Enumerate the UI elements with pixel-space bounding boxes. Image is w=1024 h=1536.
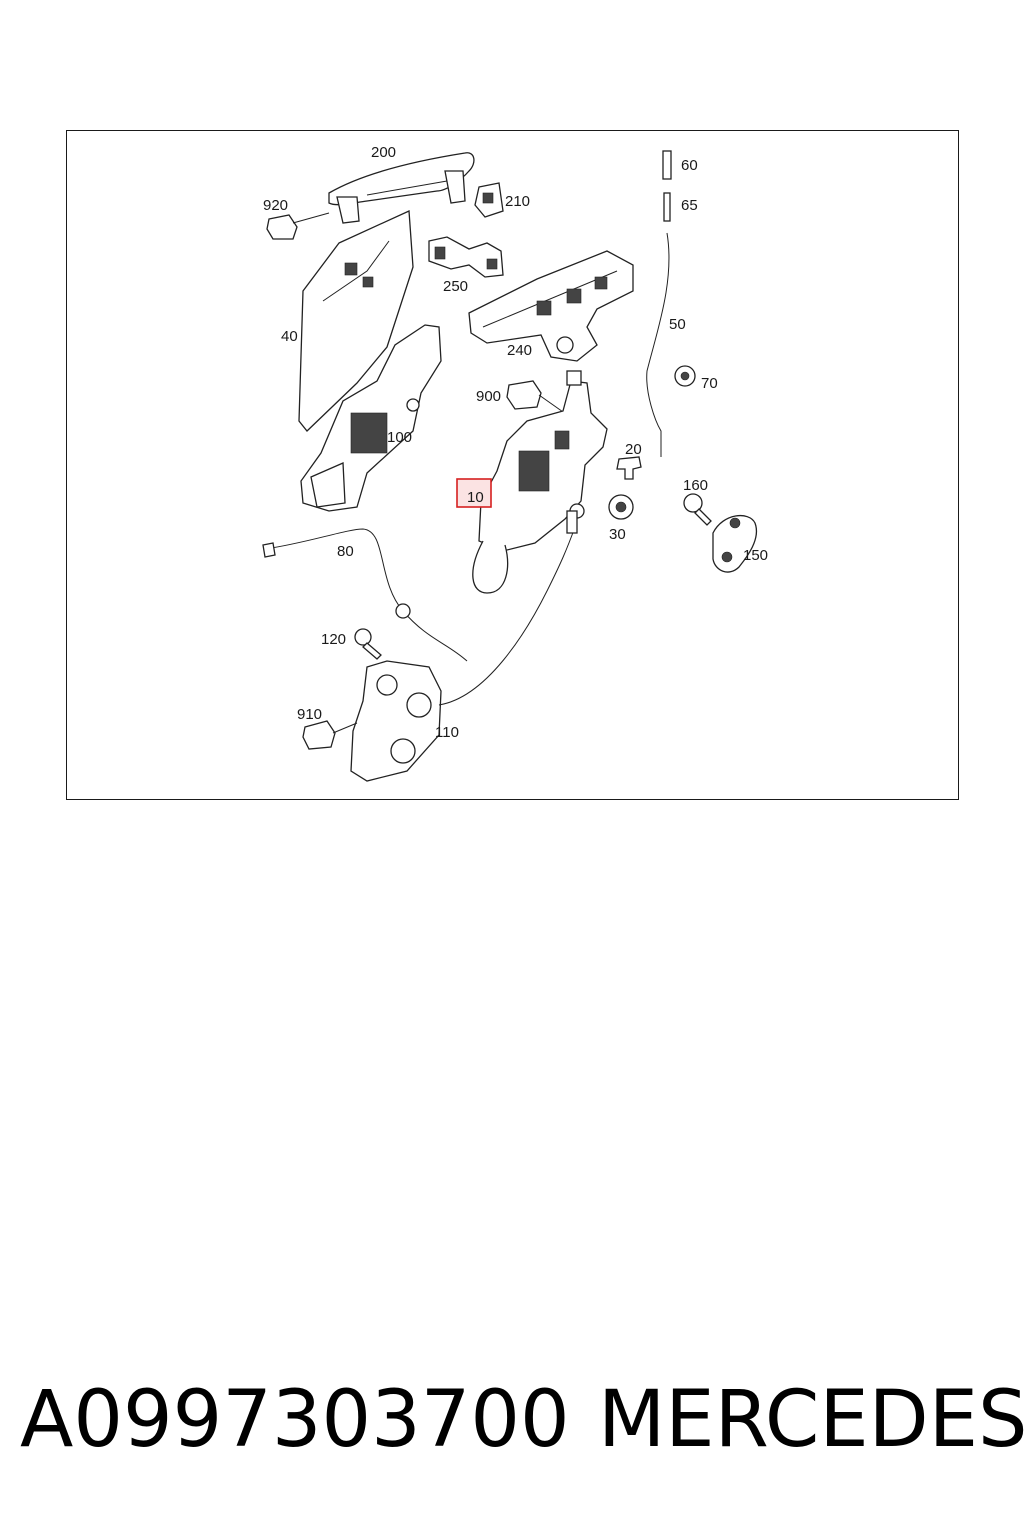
part-20-screw xyxy=(616,456,642,480)
label-70: 70 xyxy=(701,375,718,392)
part-65-rod-guide xyxy=(663,192,671,222)
label-80: 80 xyxy=(337,543,354,560)
label-30: 30 xyxy=(609,526,626,543)
part-110-actuator xyxy=(350,510,578,782)
part-40-trim-panel xyxy=(298,210,414,432)
part-910-clip xyxy=(302,720,358,750)
brand-name: MERCEDES xyxy=(598,1375,1024,1465)
highlight-box-10 xyxy=(456,478,492,508)
label-120: 120 xyxy=(321,631,346,648)
label-100: 100 xyxy=(387,429,412,446)
label-110: 110 xyxy=(435,724,459,741)
label-200: 200 xyxy=(371,144,396,161)
part-70-clip xyxy=(674,365,696,387)
label-210: 210 xyxy=(505,193,530,210)
label-40: 40 xyxy=(281,328,298,345)
parts-diagram: 200 920 210 250 40 240 60 65 50 70 900 1… xyxy=(262,144,768,782)
part-160-screw xyxy=(683,493,712,526)
part-100-inner-handle xyxy=(300,324,442,512)
part-240-handle-carrier xyxy=(468,250,634,362)
part-60-rod-end xyxy=(662,150,672,180)
label-240: 240 xyxy=(507,342,532,359)
label-900: 900 xyxy=(476,388,501,405)
label-160: 160 xyxy=(683,477,708,494)
label-65: 65 xyxy=(681,197,698,214)
part-80-cable xyxy=(262,528,468,662)
part-250-connector xyxy=(428,236,504,278)
part-50-rod xyxy=(646,232,670,457)
label-250: 250 xyxy=(443,278,468,295)
label-60: 60 xyxy=(681,157,698,174)
label-920: 920 xyxy=(263,197,288,214)
part-10-lock-assembly xyxy=(472,370,608,594)
part-900-clip xyxy=(506,380,574,420)
part-120-screw xyxy=(354,628,382,660)
label-10: 10 xyxy=(467,489,484,506)
part-200-door-handle xyxy=(328,152,475,224)
label-910: 910 xyxy=(297,706,322,723)
parts-diagram-frame: 200 920 210 250 40 240 60 65 50 70 900 1… xyxy=(66,130,959,800)
label-50: 50 xyxy=(669,316,686,333)
label-150: 150 xyxy=(743,547,768,564)
part-30-washer xyxy=(608,494,634,520)
footer: A0997303700 MERCEDES xyxy=(0,1370,1024,1470)
part-210-cap xyxy=(474,182,504,218)
label-20: 20 xyxy=(625,441,642,458)
part-number: A0997303700 xyxy=(20,1375,570,1465)
part-150-striker xyxy=(712,514,758,573)
part-920-clip xyxy=(266,212,330,240)
